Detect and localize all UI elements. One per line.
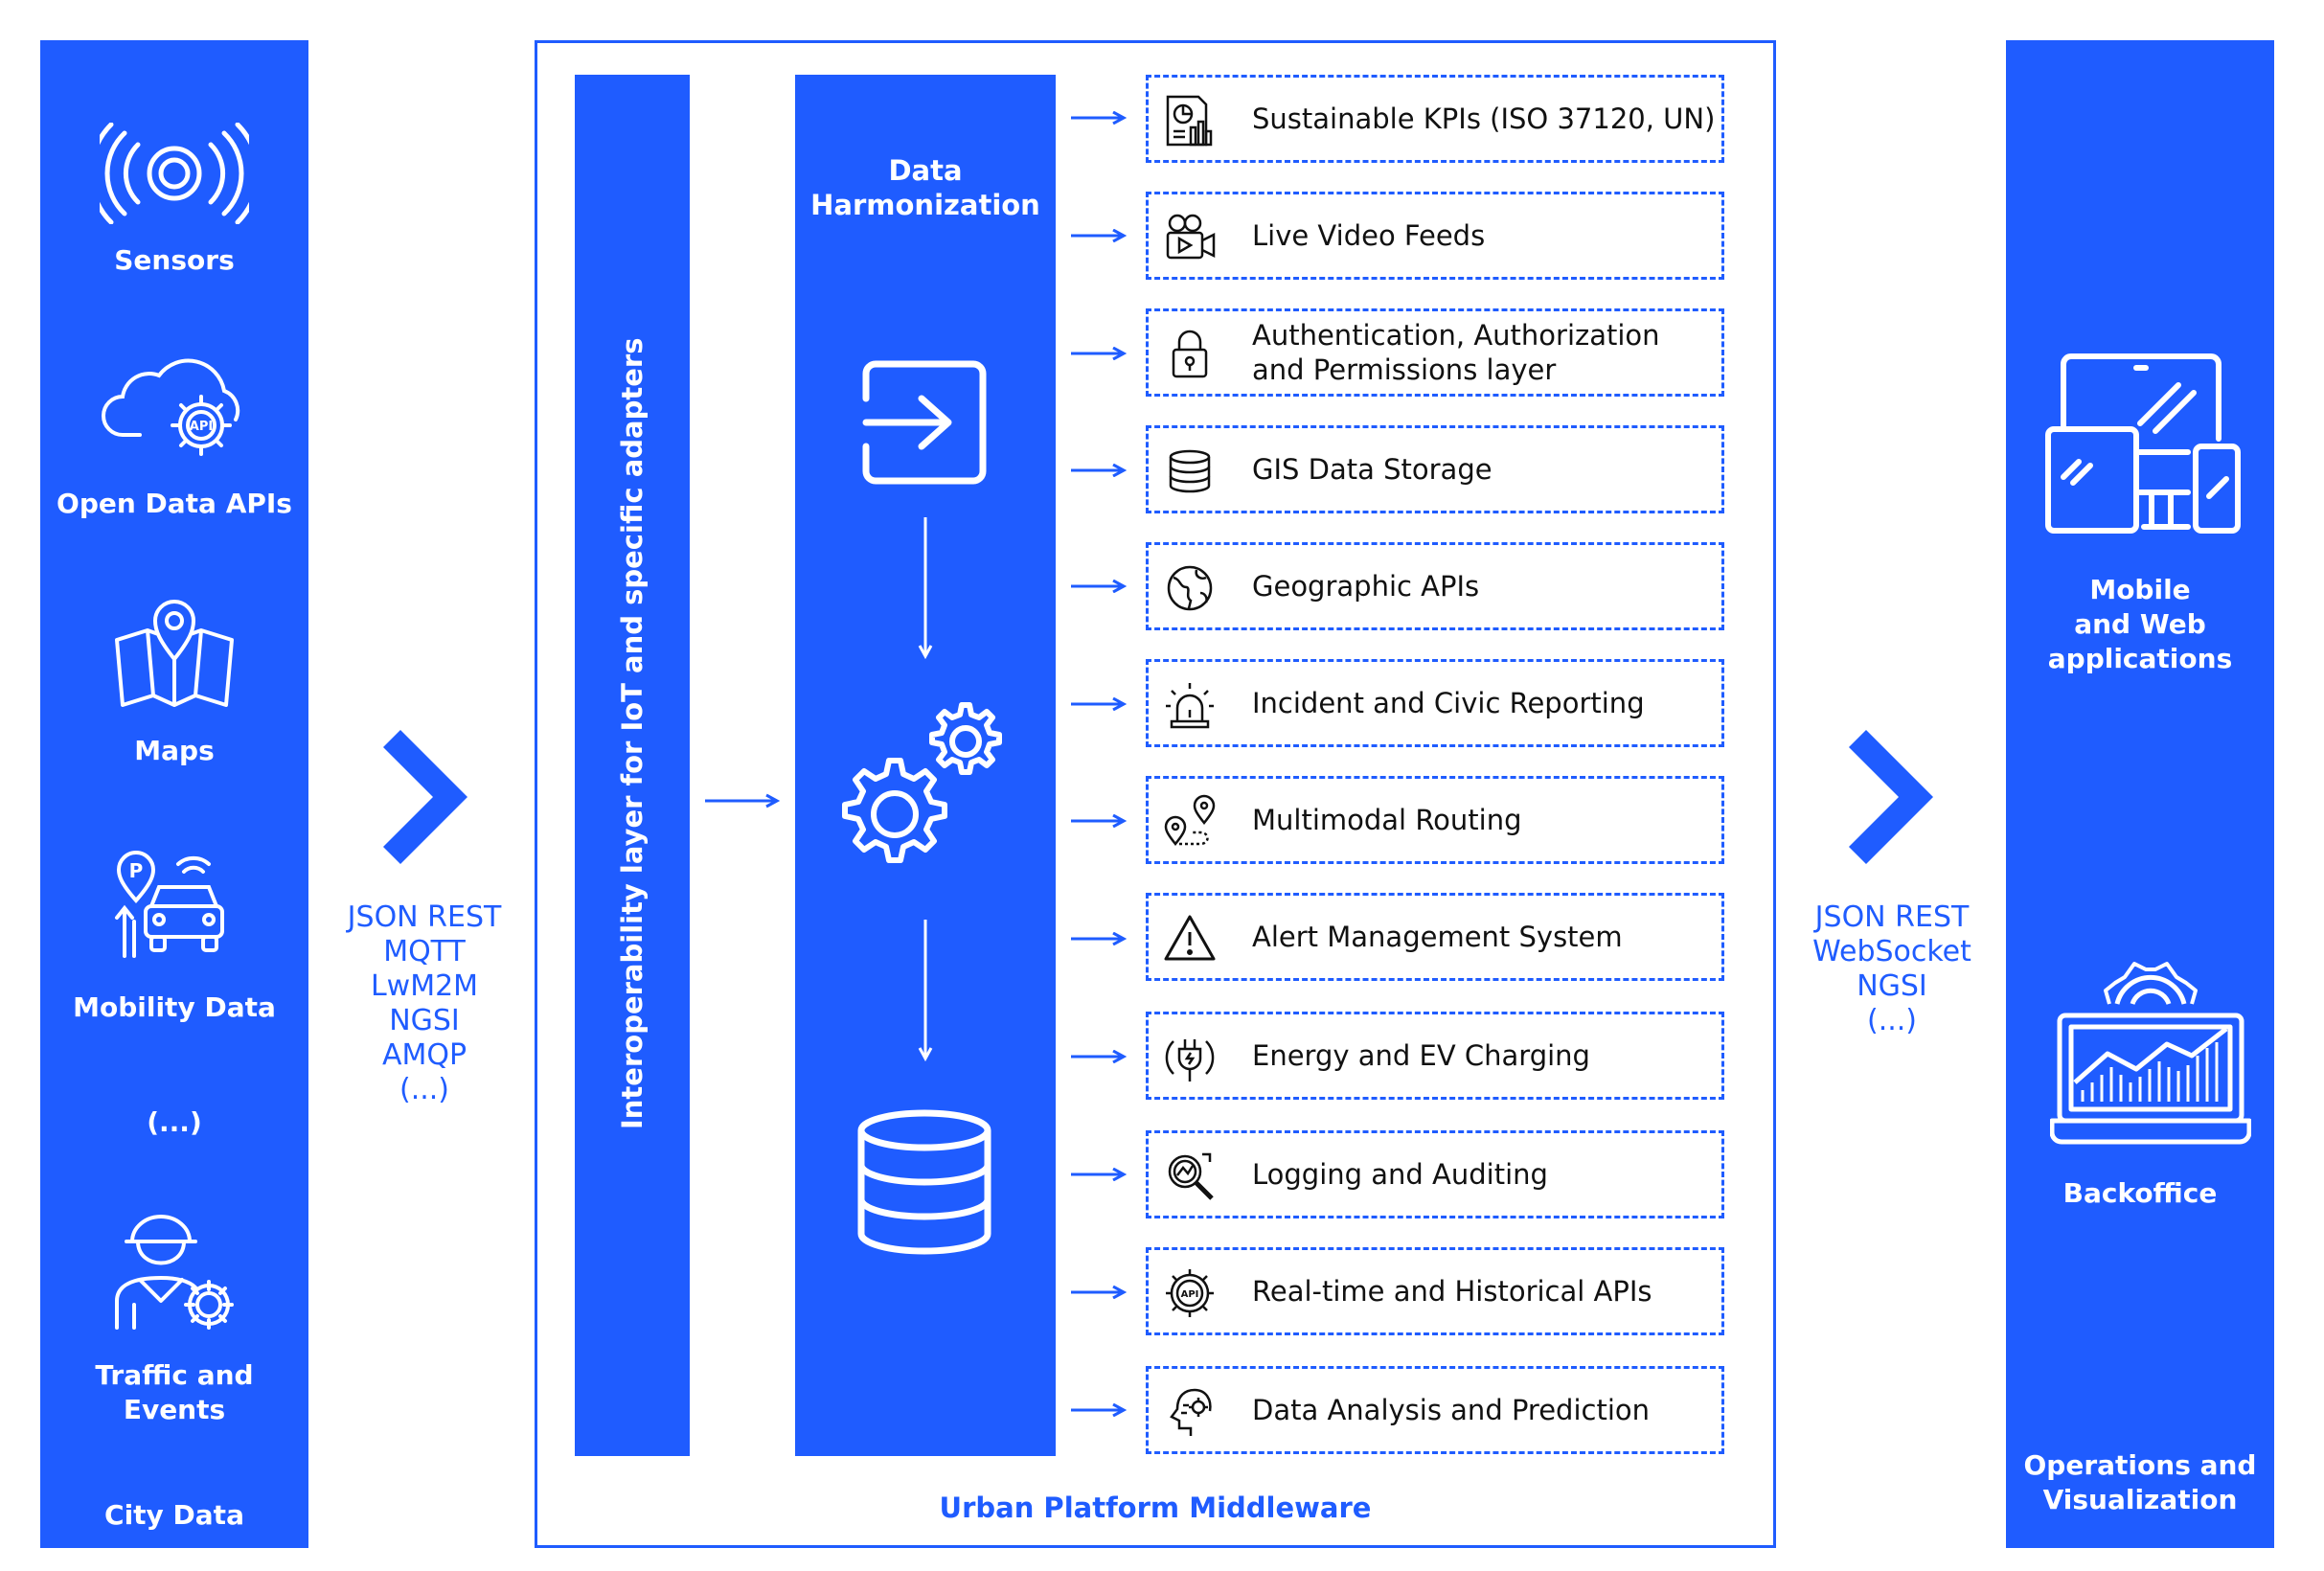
- service-arrow: [1071, 1168, 1127, 1181]
- service-geographic-apis: Geographic APIs: [1146, 542, 1724, 630]
- service-energy-ev: Energy and EV Charging: [1146, 1012, 1724, 1100]
- protocol-item: NGSI: [1857, 969, 1927, 1003]
- service-arrow: [1071, 932, 1127, 945]
- dashboard-gear-icon: [2050, 962, 2251, 1145]
- ai-head-icon: [1170, 1388, 1212, 1436]
- service-arrow: [1071, 1286, 1127, 1299]
- service-label: Sustainable KPIs (ISO 37120, UN): [1252, 102, 1716, 135]
- protocol-item: (...): [399, 1073, 450, 1106]
- service-arrow: [1071, 347, 1127, 360]
- service-label: Data Analysis and Prediction: [1252, 1394, 1651, 1426]
- map-pin-icon: [115, 600, 234, 707]
- service-arrow: [1071, 1403, 1127, 1417]
- open-data-apis-label: Open Data APIs: [57, 488, 292, 519]
- service-label: Live Video Feeds: [1252, 219, 1486, 252]
- service-label: Multimodal Routing: [1252, 804, 1522, 836]
- video-camera-icon: [1166, 214, 1216, 260]
- service-arrow: [1071, 229, 1127, 242]
- service-label: Geographic APIs: [1252, 570, 1480, 603]
- service-label: Energy and EV Charging: [1252, 1039, 1590, 1072]
- cloud-api-icon: API: [102, 358, 240, 456]
- ev-plug-icon: [1165, 1039, 1215, 1081]
- data-harmonization-block: [795, 75, 1056, 1456]
- traffic-events-label: Traffic and Events: [95, 1359, 254, 1425]
- service-gis-storage: GIS Data Storage: [1146, 425, 1724, 513]
- chevron-right-icon: [1849, 730, 1933, 864]
- protocol-item: WebSocket: [1812, 935, 1971, 968]
- service-logging-auditing: Logging and Auditing: [1146, 1130, 1724, 1218]
- siren-icon: [1166, 683, 1214, 729]
- data-harmonization-label: Data Harmonization: [810, 154, 1040, 221]
- service-multimodal-routing: Multimodal Routing: [1146, 776, 1724, 864]
- service-arrow: [1071, 1050, 1127, 1063]
- warning-icon: [1164, 915, 1216, 961]
- protocol-item: LwM2M: [370, 969, 479, 1003]
- protocol-item: JSON REST: [347, 900, 502, 934]
- middleware-title: Urban Platform Middleware: [939, 1491, 1372, 1524]
- protocol-item: MQTT: [383, 935, 466, 968]
- service-realtime-apis: API Real-time and Historical APIs: [1146, 1247, 1724, 1335]
- service-arrow: [1071, 814, 1127, 828]
- service-label: Incident and Civic Reporting: [1252, 687, 1645, 719]
- maps-label: Maps: [134, 735, 215, 766]
- service-label: Logging and Auditing: [1252, 1158, 1548, 1191]
- car-parking-icon: P: [115, 851, 224, 958]
- route-pins-icon: [1164, 794, 1216, 847]
- sensors-label: Sensors: [114, 244, 235, 276]
- api-gear-icon: API: [1166, 1269, 1214, 1317]
- chevron-right-icon: [383, 730, 467, 864]
- globe-icon: [1167, 565, 1213, 611]
- service-sustainable-kpis: Sustainable KPIs (ISO 37120, UN): [1146, 75, 1724, 163]
- worker-gear-icon: [115, 1215, 234, 1330]
- protocol-item: NGSI: [389, 1004, 460, 1037]
- service-live-video: Live Video Feeds: [1146, 192, 1724, 280]
- sensor-signal-icon: [100, 123, 249, 224]
- import-icon: [862, 360, 987, 485]
- service-arrow: [1071, 580, 1127, 593]
- more-sources-label: (...): [147, 1106, 202, 1138]
- protocol-item: JSON REST: [1814, 900, 1970, 934]
- output-protocols: JSON REST WebSocket NGSI (...): [1791, 900, 1993, 1038]
- service-label: GIS Data Storage: [1252, 453, 1492, 486]
- gears-icon: [842, 702, 1002, 863]
- database-icon: [1169, 449, 1211, 493]
- service-data-analysis: Data Analysis and Prediction: [1146, 1366, 1724, 1454]
- service-arrow: [1071, 111, 1127, 125]
- service-label: Real-time and Historical APIs: [1252, 1275, 1652, 1308]
- backoffice-label: Backoffice: [2062, 1177, 2218, 1209]
- mobility-data-label: Mobility Data: [73, 991, 276, 1023]
- magnifier-chart-icon: [1168, 1152, 1214, 1200]
- devices-icon: [2045, 353, 2241, 534]
- service-alert-management: Alert Management System: [1146, 893, 1724, 981]
- service-incident-reporting: Incident and Civic Reporting: [1146, 659, 1724, 747]
- protocol-item: (...): [1866, 1004, 1918, 1037]
- input-protocols: JSON REST MQTT LwM2M NGSI AMQP (...): [326, 900, 523, 1107]
- svg-text:P: P: [129, 859, 144, 882]
- city-data-label: City Data: [104, 1499, 244, 1531]
- service-label: Alert Management System: [1252, 921, 1623, 953]
- operations-panel: [2006, 40, 2274, 1548]
- middleware-frame: [535, 40, 1776, 1548]
- svg-text:API: API: [190, 420, 213, 434]
- protocol-item: AMQP: [381, 1038, 467, 1072]
- flow-arrow: [705, 793, 780, 808]
- svg-text:API: API: [1181, 1289, 1199, 1300]
- kpi-report-icon: [1166, 95, 1213, 147]
- mobile-web-apps-label: Mobile and Web applications: [2047, 574, 2233, 674]
- database-stack-icon: [857, 1109, 991, 1255]
- down-arrow: [918, 920, 933, 1061]
- lock-icon: [1172, 330, 1208, 378]
- city-data-panel: [40, 40, 308, 1548]
- service-arrow: [1071, 697, 1127, 711]
- service-arrow: [1071, 464, 1127, 477]
- service-authentication: Authentication, Authorization and Permis…: [1146, 308, 1724, 397]
- interoperability-label: Interoperability layer for IoT and speci…: [616, 337, 649, 1129]
- down-arrow: [918, 517, 933, 659]
- service-label: Authentication, Authorization and Permis…: [1252, 319, 1660, 386]
- interoperability-layer: [575, 75, 690, 1456]
- operations-visualization-label: Operations and Visualization: [2023, 1449, 2257, 1515]
